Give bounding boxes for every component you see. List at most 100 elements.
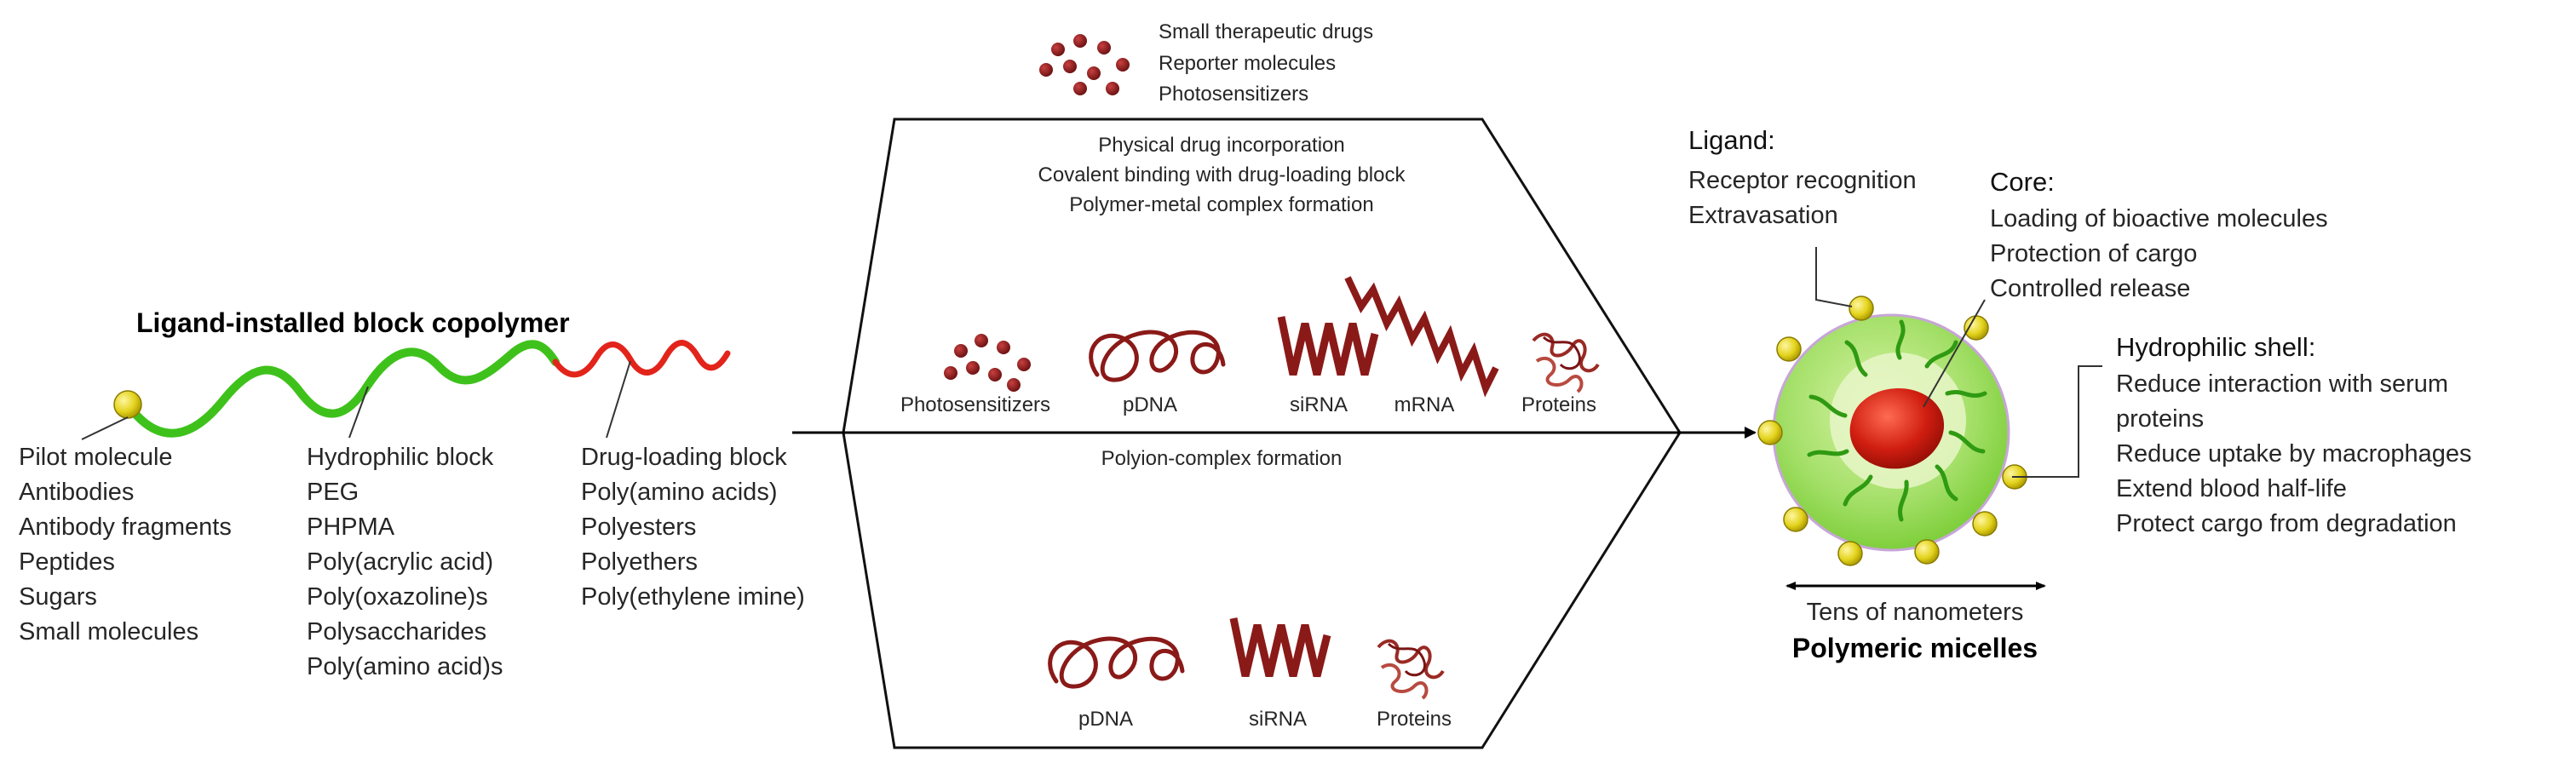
core-leader-line (1923, 299, 1986, 408)
micelle-corona-chains (1807, 319, 1987, 522)
copolymer-title: Ligand-installed block copolymer (136, 307, 570, 338)
shell-leader-line (2012, 365, 2102, 478)
hydrophilic-item: PEG (307, 479, 359, 506)
micelle-title: Polymeric micelles (1792, 633, 2038, 663)
lower-item-label: pDNA (1078, 708, 1133, 731)
pilot-item: Antibody fragments (19, 513, 232, 541)
lower-item-label: siRNA (1249, 708, 1307, 731)
corona-chain (1807, 449, 1849, 457)
core-item: Controlled release (1990, 275, 2190, 302)
hydrophilic-item: PHPMA (307, 513, 395, 541)
upper-item-label: mRNA (1394, 393, 1455, 416)
drug-loading-leader-line (606, 360, 631, 439)
drug-loading-item: Polyethers (581, 548, 698, 576)
corona-chain (1948, 430, 1986, 454)
drug-dot (1116, 58, 1130, 72)
drug-loading-item: Polyesters (581, 513, 696, 541)
protein-strand (1535, 356, 1584, 393)
drug-dot (966, 361, 980, 375)
upper-panel-line: Physical drug incorporation (1098, 134, 1345, 157)
ligand-bead (1914, 539, 1940, 565)
drug-dot (1063, 60, 1077, 73)
drug-loading-heading: Drug-loading block (581, 444, 787, 471)
corona-chain (1935, 464, 1958, 502)
corona-chain (1895, 319, 1906, 360)
shell-item-line: proteins (2116, 405, 2204, 433)
drug-dot (1007, 378, 1021, 392)
ligand-leader-line (1815, 247, 1853, 307)
protein-strand (1532, 332, 1600, 373)
ligand-beads (1757, 295, 2027, 566)
upper-item-label: Photosensitizers (900, 393, 1050, 416)
pilot-leader-line (81, 416, 129, 440)
drug-loading-item: Poly(amino acids) (581, 479, 777, 506)
upper-item-label: Proteins (1521, 393, 1596, 416)
ligand-bead (1783, 507, 1808, 532)
drug-dot (1073, 82, 1087, 95)
core-heading: Core: (1990, 167, 2055, 197)
drug-dot (1087, 66, 1101, 80)
assembly-section: Small therapeutic drugs Reporter molecul… (792, 20, 1757, 749)
ligand-bead (1972, 511, 1998, 536)
mrna-helix-icon (1344, 276, 1499, 398)
corona-chain (1844, 340, 1868, 377)
drug-dots-cluster-top (1039, 34, 1130, 95)
size-label: Tens of nanometers (1807, 599, 2024, 626)
ligand-bead (1849, 295, 1874, 321)
ligand-bead (1757, 420, 1783, 445)
cargo-top-line: Reporter molecules (1159, 52, 1336, 75)
drug-dot (1106, 82, 1119, 95)
hydrophilic-list: PEG PHPMA Poly(acrylic acid) Poly(oxazol… (307, 479, 503, 680)
drug-dot (988, 368, 1002, 382)
corona-chain (1843, 474, 1873, 507)
hydrophilic-item: Poly(amino acid)s (307, 653, 503, 680)
drug-dot (997, 341, 1010, 354)
pdna-coil-icon (1089, 330, 1226, 382)
corona-chain (1945, 390, 1987, 399)
drug-dot (1017, 358, 1031, 371)
sirna-helix-icon (1277, 316, 1379, 376)
core-item: Loading of bioactive molecules (1990, 205, 2328, 232)
hydrophilic-leader-line (348, 386, 369, 439)
lower-panel-outline (842, 431, 1682, 749)
pilot-molecule-bead (113, 390, 142, 419)
pilot-heading: Pilot molecule (19, 444, 173, 471)
protein-strand (1380, 663, 1429, 700)
drug-loading-list: Poly(amino acids) Polyesters Polyethers … (581, 479, 805, 611)
photosensitizer-dots-icon (944, 334, 1031, 392)
lower-panel-label: Polyion-complex formation (1101, 447, 1343, 470)
hydrophilic-item: Poly(acrylic acid) (307, 548, 493, 576)
lower-item-label: Proteins (1377, 708, 1452, 731)
protein-strand (1542, 336, 1581, 370)
ligand-item: Receptor recognition (1688, 167, 1917, 194)
cargo-top-line: Small therapeutic drugs (1159, 20, 1373, 43)
pilot-item: Small molecules (19, 618, 198, 645)
upper-item-label: pDNA (1123, 393, 1177, 416)
upper-panel-line: Polymer-metal complex formation (1069, 193, 1373, 216)
drug-dot (1073, 34, 1087, 48)
micelle-core (1849, 388, 1945, 469)
core-item: Protection of cargo (1990, 240, 2197, 267)
pilot-item: Sugars (19, 583, 97, 611)
protein-blob-icon (1532, 332, 1600, 393)
hydrophilic-heading: Hydrophilic block (307, 444, 494, 471)
ligand-bead (1776, 336, 1802, 362)
pilot-item: Peptides (19, 548, 115, 576)
micelle-section: Ligand: Receptor recognition Extravasati… (1688, 125, 2472, 663)
protein-strand (1377, 639, 1445, 680)
corona-chain (1924, 340, 1958, 369)
hydrophilic-item: Polysaccharides (307, 618, 486, 645)
drug-dot (1039, 63, 1053, 77)
drug-dot (1097, 41, 1111, 54)
copolymer-section: Ligand-installed block copolymer Pilot m… (19, 307, 805, 680)
shell-item: Reduce uptake by macrophages (2116, 440, 2472, 468)
hydrophilic-item: Poly(oxazoline)s (307, 583, 488, 611)
drug-dot (1051, 43, 1065, 56)
upper-item-label: siRNA (1290, 393, 1348, 416)
hydrophilic-block-chain (124, 340, 560, 438)
corona-chain (1898, 479, 1909, 522)
pilot-item: Antibodies (19, 479, 134, 506)
shell-heading: Hydrophilic shell: (2116, 332, 2315, 362)
